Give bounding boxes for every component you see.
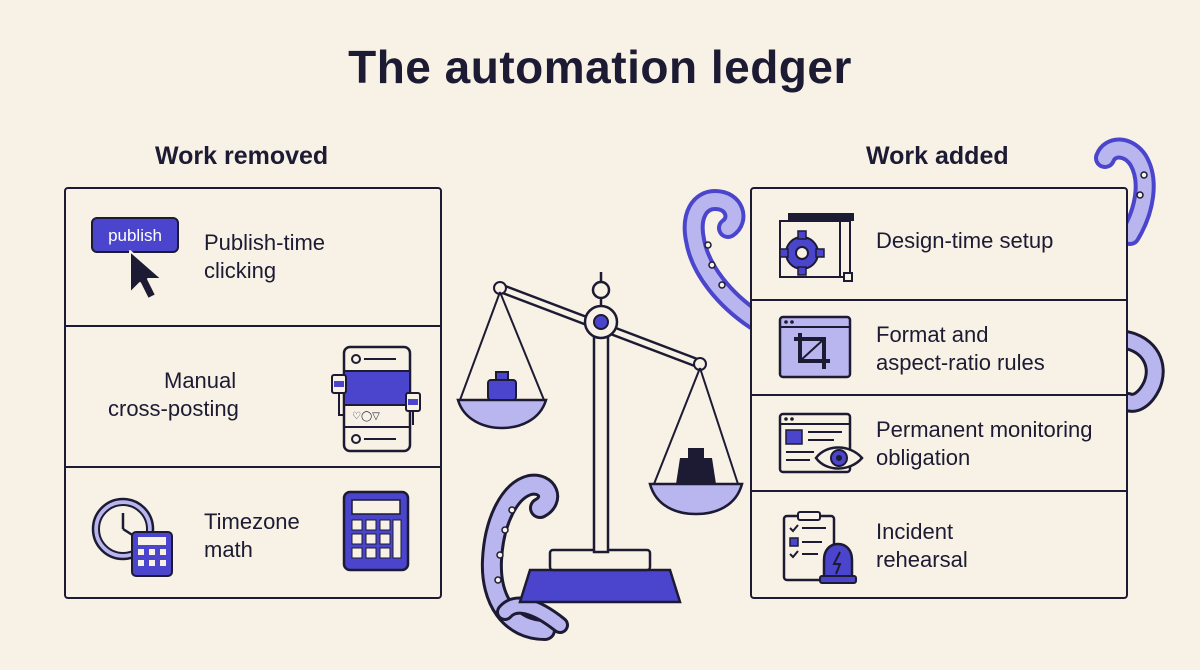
- crop-window-icon: [778, 315, 852, 379]
- publish-button-label: publish: [108, 226, 162, 245]
- list-item: Permanent monitoring obligation: [752, 394, 1126, 490]
- item-label: Permanent monitoring obligation: [876, 417, 1093, 470]
- work-added-panel: Design-time setup Format and aspect-rati…: [750, 187, 1128, 599]
- work-removed-heading: Work removed: [155, 142, 329, 170]
- svg-text:♡◯▽: ♡◯▽: [352, 411, 380, 422]
- page-title: The automation ledger: [348, 41, 852, 93]
- monitoring-eye-icon: [778, 412, 864, 474]
- publish-button-cursor-icon: publish: [91, 217, 179, 300]
- list-item: publish Publish-time clicking: [66, 189, 440, 325]
- work-added-heading: Work added: [866, 142, 1009, 170]
- list-item: Incident rehearsal: [752, 490, 1126, 597]
- work-removed-panel: publish Publish-time clicking Manual cro…: [64, 187, 442, 599]
- item-label: Publish-time clicking: [204, 230, 326, 283]
- item-label: Incident rehearsal: [876, 519, 968, 572]
- list-item: Format and aspect-ratio rules: [752, 299, 1126, 394]
- checklist-alarm-icon: [782, 511, 857, 584]
- list-item: Manual cross-posting ♡◯▽: [66, 325, 440, 466]
- gear-blueprint-icon: [779, 213, 854, 282]
- list-item: Design-time setup: [752, 189, 1126, 299]
- list-item: Timezone math: [66, 466, 440, 597]
- item-label: Timezone math: [204, 509, 300, 562]
- calculator-icon: [342, 490, 410, 572]
- item-label: Manual cross-posting: [108, 368, 239, 421]
- balance-scale-icon: [456, 272, 744, 604]
- social-post-cards-icon: ♡◯▽: [331, 345, 421, 453]
- item-label: Design-time setup: [876, 228, 1054, 253]
- item-label: Format and aspect-ratio rules: [876, 322, 1045, 375]
- clock-calculator-icon: [91, 497, 173, 577]
